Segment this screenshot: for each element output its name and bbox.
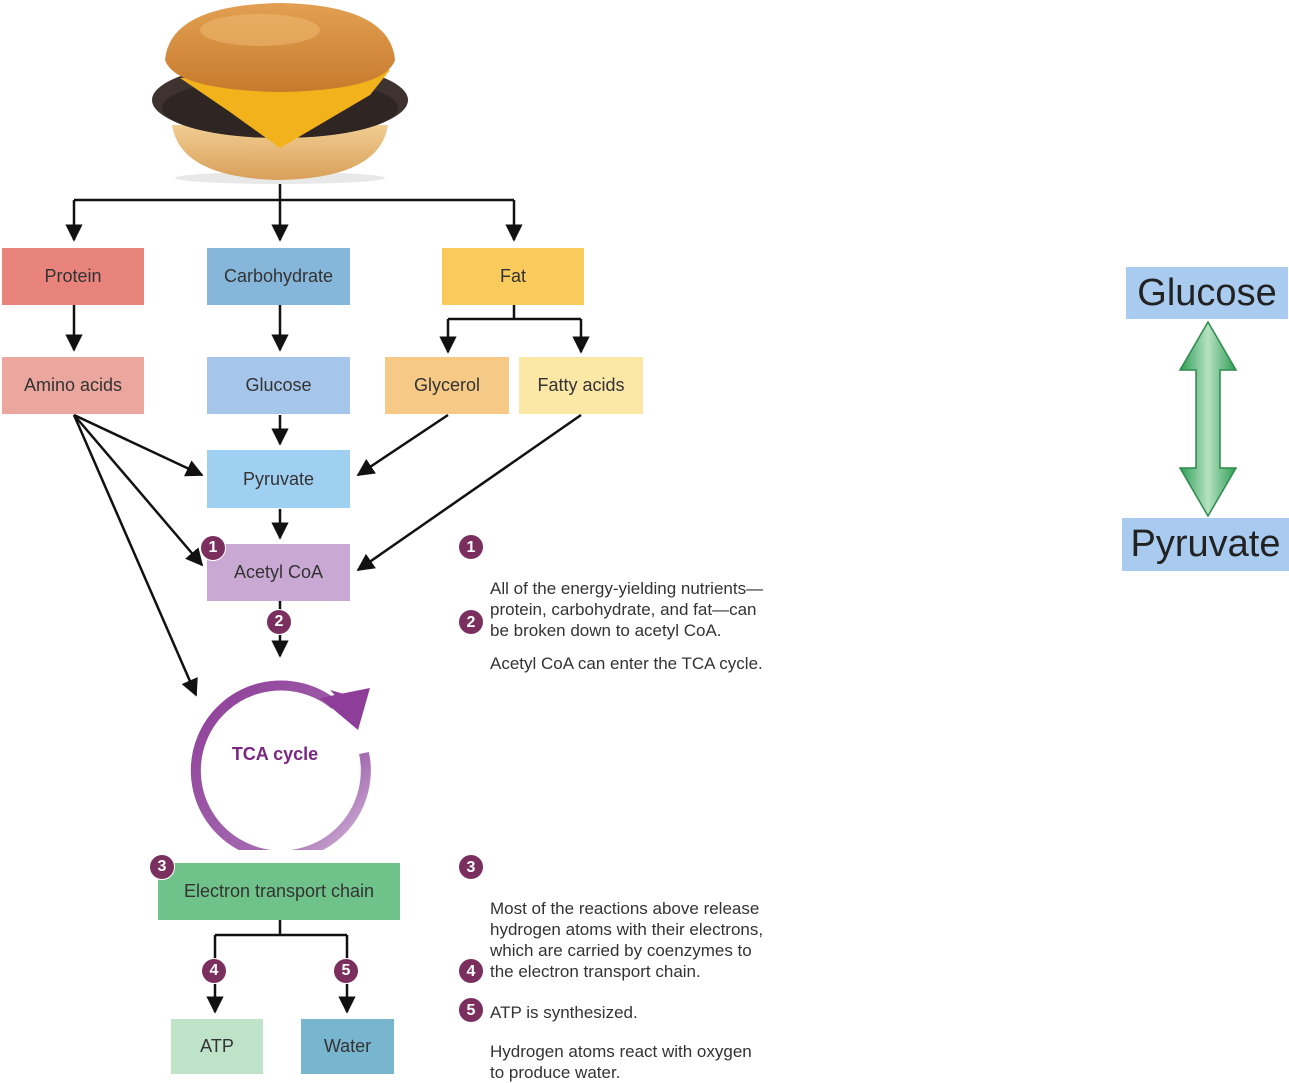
water-box: Water [301,1019,394,1074]
note-5-text: Hydrogen atoms react with oxygen to prod… [490,1042,752,1082]
amino-acids-box: Amino acids [2,357,144,414]
side-glucose-box: Glucose [1126,267,1288,319]
note-4-text: ATP is synthesized. [490,1003,638,1022]
step-badge-5: 5 [333,958,359,984]
protein-box: Protein [2,248,144,305]
note-4: 4 ATP is synthesized. [458,958,820,1023]
pyruvate-box: Pyruvate [207,450,350,508]
fat-box: Fat [442,248,584,305]
acetyl-coa-box: Acetyl CoA [207,544,350,601]
note-2: 2 Acetyl CoA can enter the TCA cycle. [458,609,820,674]
note-3: 3 Most of the reactions above release hy… [458,854,820,982]
note-3-text: Most of the reactions above release hydr… [490,899,764,981]
double-arrow-icon [1178,320,1238,518]
tca-cycle-circle [190,680,371,850]
step-badge-2: 2 [266,609,292,635]
note-1-text: All of the energy-yielding nutrients— pr… [490,579,764,640]
tca-cycle-label: TCA cycle [231,743,319,764]
note-2-text: Acetyl CoA can enter the TCA cycle. [490,654,763,673]
fatty-acids-box: Fatty acids [519,357,643,414]
note-1-number: 1 [458,534,484,560]
step-badge-1: 1 [200,535,226,561]
note-5-number: 5 [458,997,484,1023]
atp-box: ATP [171,1019,263,1074]
step-badge-3: 3 [149,854,175,880]
glucose-box: Glucose [207,357,350,414]
step-badge-4: 4 [201,958,227,984]
glycerol-box: Glycerol [385,357,509,414]
note-1: 1 All of the energy-yielding nutrients— … [458,534,820,641]
note-2-number: 2 [458,609,484,635]
cheeseburger-image [152,3,408,184]
note-5: 5 Hydrogen atoms react with oxygen to pr… [458,997,820,1083]
side-pyruvate-box: Pyruvate [1122,518,1289,571]
electron-transport-chain-box: Electron transport chain [158,863,400,920]
note-4-number: 4 [458,958,484,984]
carbohydrate-box: Carbohydrate [207,248,350,305]
note-3-number: 3 [458,854,484,880]
